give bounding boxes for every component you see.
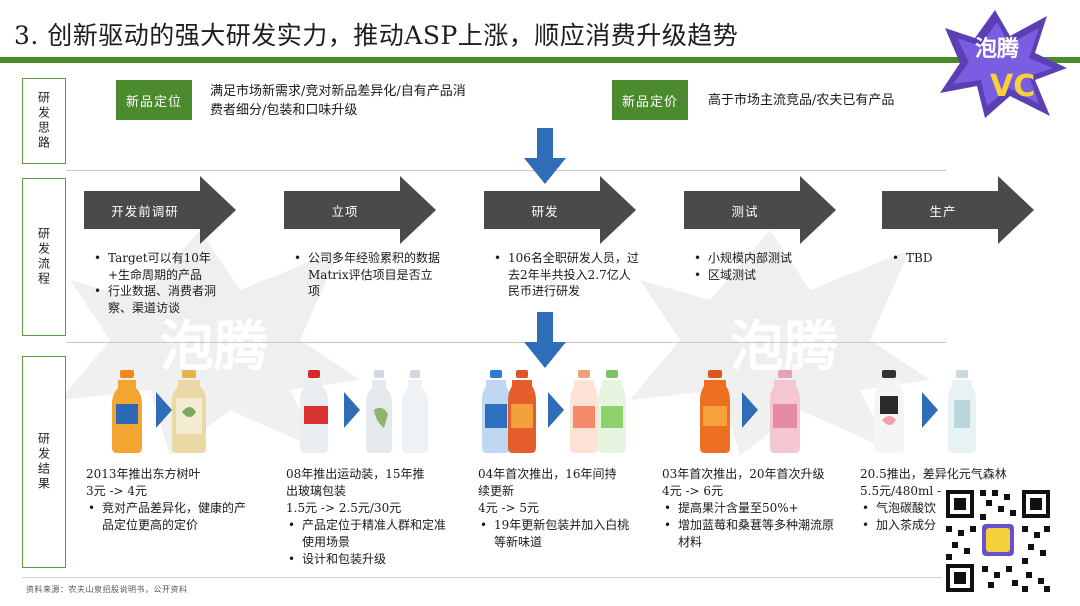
product-image-juice: [700, 370, 800, 453]
result-line: 1.5元 -> 2.5元/30元: [286, 501, 402, 515]
list-item: 增加蓝莓和桑葚等多种潮流原材料: [662, 517, 834, 551]
section-label-text: 研发流程: [36, 227, 51, 287]
result-line: 5.5元/480ml -: [860, 484, 942, 498]
transition-arrow-icon: [156, 392, 172, 428]
result-line: 3元 -> 4元: [86, 484, 148, 498]
list-item: 竞对产品差异化，健康的产品定位更高的定价: [86, 500, 246, 534]
list-item: 19年更新包装并加入白桃等新味道: [478, 517, 638, 551]
positioning-description: 满足市场新需求/竞对新品差异化/自有产品消 费者细分/包装和口味升级: [210, 82, 540, 120]
svg-text:泡腾: 泡腾: [160, 315, 269, 378]
result-line: 2013年推出东方树叶: [86, 467, 201, 481]
svg-text:VC: VC: [990, 69, 1035, 104]
result-sports-drink: 04年首次推出，16年间持 续更新 4元 -> 5元 19年更新包装并加入白桃等…: [478, 466, 638, 551]
transition-arrow-icon: [344, 392, 360, 428]
process-step-label: 生产: [929, 203, 957, 219]
process-step-research: 开发前调研: [84, 176, 236, 244]
product-image-sports-drink: [482, 370, 626, 453]
title-divider: [0, 57, 1080, 63]
process-bullets-research: Target可以有10年+生命周期的产品 行业数据、消费者洞察、渠道访谈: [92, 250, 232, 316]
section-label-text: 研发思路: [36, 91, 51, 151]
process-bullets-production: TBD: [890, 250, 1038, 267]
positioning-line-1: 满足市场新需求/竞对新品差异化/自有产品消: [210, 84, 466, 99]
process-step-label: 测试: [731, 203, 759, 219]
product-image-sparkling: [874, 370, 976, 453]
process-step-initiation: 立项: [284, 176, 436, 244]
result-line: 4元 -> 5元: [478, 501, 540, 515]
product-image-water: [300, 370, 428, 453]
transition-arrow-icon: [742, 392, 758, 428]
list-item: 气泡碳酸饮: [860, 500, 944, 517]
section-label-process: 研发流程: [22, 178, 66, 336]
list-item: 产品定位于精准人群和定准使用场景: [286, 517, 446, 551]
process-step-production: 生产: [882, 176, 1034, 244]
result-line: 04年首次推出，16年间持: [478, 467, 617, 481]
section-label-result: 研发结果: [22, 356, 66, 568]
transition-arrow-icon: [548, 392, 564, 428]
result-juice: 03年首次推出，20年首次升级 4元 -> 6元 提高果汁含量至50%+ 增加蓝…: [662, 466, 834, 551]
down-arrow-icon: [524, 312, 566, 368]
section-label-text: 研发结果: [36, 432, 51, 492]
process-step-label: 研发: [531, 203, 559, 219]
process-bullets-initiation: 公司多年经验累积的数据Matrix评估项目是否立项: [292, 250, 440, 300]
process-step-rnd: 研发: [484, 176, 636, 244]
list-item: 公司多年经验累积的数据Matrix评估项目是否立项: [292, 250, 440, 300]
down-arrow-icon: [524, 128, 566, 184]
process-bullets-rnd: 106名全职研发人员，过去2年半共投入2.7亿人民币进行研发: [492, 250, 640, 300]
result-line: 4元 -> 6元: [662, 484, 724, 498]
list-item: 小规模内部测试: [692, 250, 840, 267]
process-step-testing: 测试: [684, 176, 836, 244]
result-line: 续更新: [478, 484, 515, 498]
new-product-pricing-tag: 新品定价: [612, 80, 688, 120]
section-label-thinking: 研发思路: [22, 78, 66, 164]
list-item: 设计和包装升级: [286, 551, 446, 568]
result-tea: 2013年推出东方树叶 3元 -> 4元 竞对产品差异化，健康的产品定位更高的定…: [86, 466, 246, 534]
result-water: 08年推出运动装，15年推 出玻璃包装 1.5元 -> 2.5元/30元 产品定…: [286, 466, 446, 568]
page-title: 3. 创新驱动的强大研发实力，推动ASP上涨，顺应消费升级趋势: [14, 21, 739, 50]
result-line: 03年首次推出，20年首次升级: [662, 467, 825, 481]
list-item: Target可以有10年+生命周期的产品: [92, 250, 232, 283]
list-item: 加入茶成分: [860, 517, 944, 534]
list-item: TBD: [890, 250, 1038, 267]
svg-text:泡腾: 泡腾: [730, 315, 839, 378]
brand-logo: 泡腾 VC: [940, 10, 1067, 118]
qr-code[interactable]: [942, 486, 1054, 596]
svg-text:泡腾: 泡腾: [975, 36, 1020, 62]
result-line: 20.5推出，差异化元气森林: [860, 467, 1007, 481]
list-item: 行业数据、消费者洞察、渠道访谈: [92, 283, 232, 316]
process-step-label: 立项: [331, 203, 359, 219]
transition-arrow-icon: [922, 392, 938, 428]
result-sparkling: 20.5推出，差异化元气森林 5.5元/480ml - 气泡碳酸饮 加入茶成分: [860, 466, 1007, 534]
process-bullets-testing: 小规模内部测试 区域测试: [692, 250, 840, 283]
product-image-tea: [112, 370, 206, 453]
source-note: 资料来源：农夫山泉招股说明书，公开资料: [26, 585, 188, 594]
list-item: 区域测试: [692, 267, 840, 284]
new-product-positioning-tag: 新品定位: [116, 80, 192, 120]
pricing-description: 高于市场主流竞品/农夫已有产品: [708, 93, 895, 108]
result-line: 08年推出运动装，15年推: [286, 467, 425, 481]
list-item: 106名全职研发人员，过去2年半共投入2.7亿人民币进行研发: [492, 250, 640, 300]
row-divider: [66, 170, 946, 171]
process-step-label: 开发前调研: [111, 203, 179, 219]
result-line: 出玻璃包装: [286, 484, 347, 498]
row-divider: [66, 342, 946, 343]
list-item: 提高果汁含量至50%+: [662, 500, 834, 517]
footer-divider: [22, 577, 942, 578]
positioning-line-2: 费者细分/包装和口味升级: [210, 103, 358, 118]
